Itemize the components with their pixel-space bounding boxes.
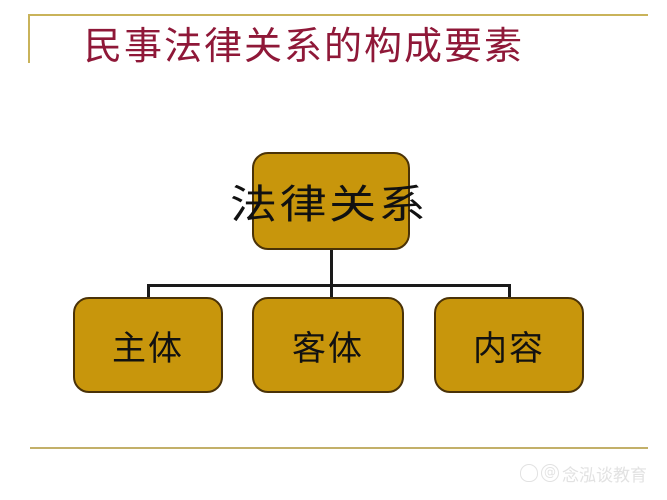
frame-rule-bottom <box>30 447 648 449</box>
connector-drop-object <box>330 284 333 299</box>
diagram-node-subject[interactable]: 主体 <box>73 297 223 393</box>
diagram-node-content-label: 内容 <box>473 328 545 369</box>
diagram-node-object[interactable]: 客体 <box>252 297 404 393</box>
connector-drop-subject <box>147 284 150 299</box>
frame-rule-left <box>28 14 30 63</box>
slide-title: 民事法律关系的构成要素 <box>84 24 525 68</box>
diagram-node-object-label: 客体 <box>292 328 364 369</box>
watermark: @ 念泓谈教育 <box>520 460 647 486</box>
baidu-paw-icon <box>520 464 538 482</box>
diagram-node-root[interactable]: 法律关系 <box>230 152 426 250</box>
diagram-node-subject-label: 主体 <box>112 328 184 369</box>
diagram-node-content[interactable]: 内容 <box>434 297 584 393</box>
diagram-node-root-label: 法律关系 <box>229 182 429 228</box>
watermark-text: 念泓谈教育 <box>562 465 647 486</box>
at-sign-icon: @ <box>541 464 559 482</box>
connector-horizontal-bus <box>147 284 511 287</box>
frame-rule-top <box>28 14 648 16</box>
connector-root-stem <box>330 249 333 286</box>
connector-drop-content <box>508 284 511 299</box>
